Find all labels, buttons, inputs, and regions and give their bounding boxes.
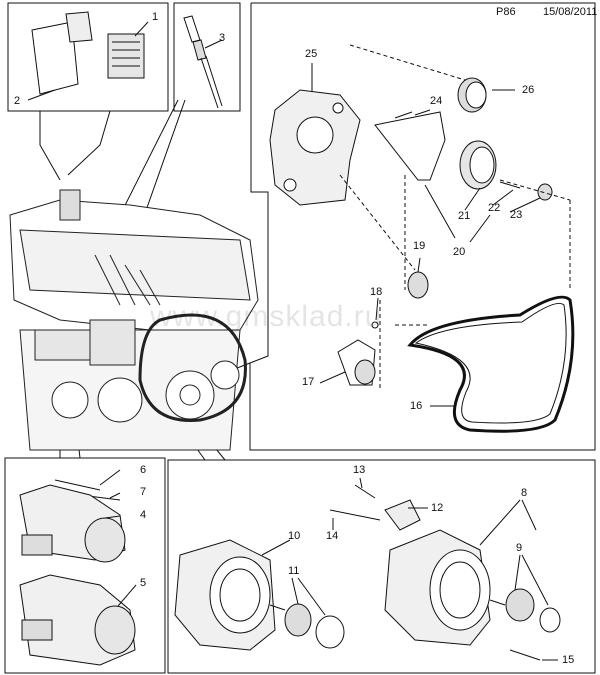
part-label-20: 20 [453, 246, 466, 258]
part-label-10: 10 [288, 530, 301, 542]
frame-alternator [167, 459, 596, 674]
frame-starter [4, 457, 166, 674]
part-label-23: 23 [510, 209, 523, 221]
part-label-6: 6 [140, 464, 147, 476]
part-label-5: 5 [140, 577, 147, 589]
belt-drive-components [269, 44, 575, 433]
part-label-9: 9 [516, 542, 523, 554]
part-label-1: 1 [152, 11, 159, 23]
starter-components [19, 469, 137, 666]
part-label-16: 16 [410, 400, 423, 412]
part-label-19: 19 [413, 240, 426, 252]
glow-plug [183, 15, 223, 109]
page-code: P86 [496, 6, 516, 18]
part-label-25: 25 [305, 48, 318, 60]
part-label-12: 12 [431, 502, 444, 514]
frame-glow-plug [173, 2, 241, 112]
part-label-24: 24 [430, 95, 443, 107]
part-label-8: 8 [521, 487, 528, 499]
part-label-7: 7 [140, 486, 147, 498]
part-label-3: 3 [219, 32, 226, 44]
part-label-14: 14 [326, 530, 339, 542]
frame-glow-control [7, 2, 169, 112]
part-label-21: 21 [458, 210, 471, 222]
part-label-13: 13 [353, 464, 366, 476]
watermark: www.gmsklad.ru [150, 300, 383, 333]
alternator-components [174, 477, 561, 661]
page-date: 15/08/2011 [543, 6, 598, 18]
part-label-17: 17 [302, 376, 315, 388]
part-label-22: 22 [488, 202, 501, 214]
engine-block [9, 189, 259, 451]
part-label-11: 11 [288, 565, 300, 577]
part-label-15: 15 [562, 654, 575, 666]
part-label-2: 2 [14, 95, 21, 107]
part-label-18: 18 [370, 286, 383, 298]
glow-control-module [27, 11, 149, 101]
leader-line [67, 110, 111, 176]
part-label-26: 26 [522, 84, 535, 96]
leader-line [39, 111, 61, 181]
part-label-4: 4 [140, 509, 147, 521]
